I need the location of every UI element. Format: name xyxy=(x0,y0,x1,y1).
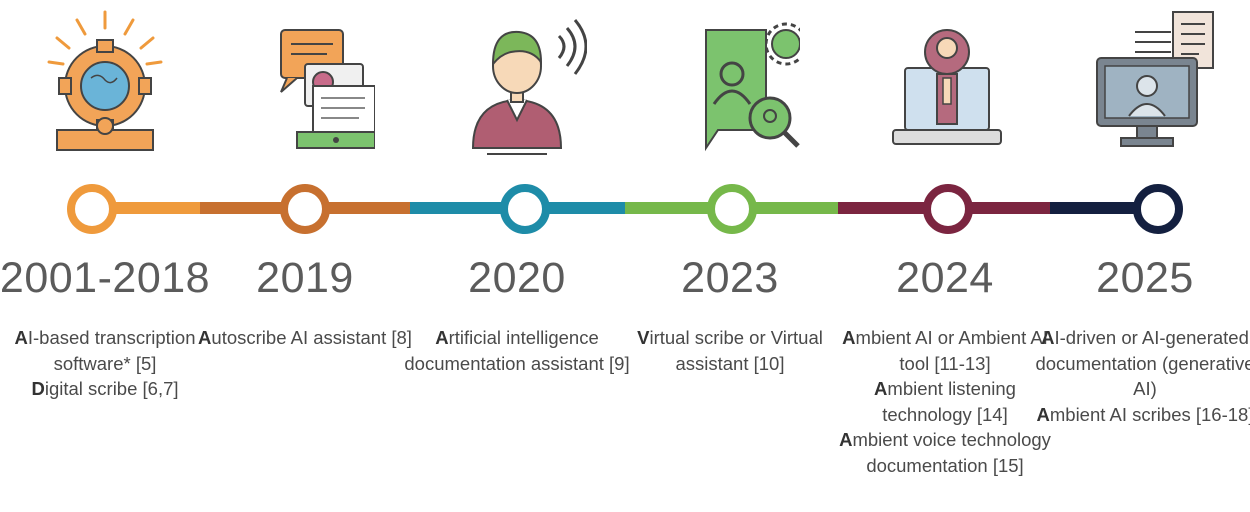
timeline-node xyxy=(707,184,757,234)
term: Ambient AI scribes [16-18] xyxy=(1036,403,1250,425)
stage-description: AI-based transcription software* [5] Dig… xyxy=(0,325,218,402)
term: AI-driven or AI-generated documentation … xyxy=(1035,327,1250,399)
timeline-node xyxy=(923,184,973,234)
stage-2019: 2019 Autoscribe AI assistant [8] xyxy=(198,0,412,512)
timeline-segment xyxy=(92,202,200,214)
virtual-assistant-search-icon xyxy=(660,8,800,158)
chat-monitor-icon xyxy=(235,8,375,158)
year-label: 2001-2018 xyxy=(0,254,211,302)
stage-2025: 2025 AI-driven or AI-generated documenta… xyxy=(1035,0,1250,512)
stage-description: Autoscribe AI assistant [8] xyxy=(192,325,418,351)
term: Ambient voice technology documentation [… xyxy=(839,429,1051,476)
computer-document-icon xyxy=(1075,8,1215,158)
stage-description: Artificial intelligence documentation as… xyxy=(404,325,630,376)
term: Artificial intelligence documentation as… xyxy=(404,327,630,374)
stage-description: Ambient AI or Ambient AI tool [11-13] Am… xyxy=(832,325,1058,478)
term: Autoscribe AI assistant [8] xyxy=(198,327,412,348)
stage-2001-2018: 2001-2018 AI-based transcription softwar… xyxy=(0,0,210,512)
timeline-node xyxy=(1133,184,1183,234)
laptop-person-icon xyxy=(875,8,1015,158)
year-label: 2019 xyxy=(256,254,354,302)
year-label: 2023 xyxy=(681,254,779,302)
stage-2020: 2020 Artificial intelligence documentati… xyxy=(404,0,630,512)
year-label: 2020 xyxy=(468,254,566,302)
term: Ambient listening technology [14] xyxy=(874,378,1016,425)
timeline-node xyxy=(67,184,117,234)
timeline-segment xyxy=(1050,202,1158,214)
timeline-node xyxy=(280,184,330,234)
term: Ambient AI or Ambient AI tool [11-13] xyxy=(842,327,1048,374)
term: Digital scribe [6,7] xyxy=(31,378,179,399)
stage-2024: 2024 Ambient AI or Ambient AI tool [11-1… xyxy=(839,0,1051,512)
term: Virtual scribe or Virtual assistant [10] xyxy=(637,327,823,374)
year-label: 2025 xyxy=(1096,254,1194,302)
gear-globe-icon xyxy=(35,8,175,158)
stage-description: AI-driven or AI-generated documentation … xyxy=(1032,325,1250,427)
person-speaking-icon xyxy=(447,8,587,158)
year-label: 2024 xyxy=(896,254,994,302)
stage-2023: 2023 Virtual scribe or Virtual assistant… xyxy=(625,0,835,512)
timeline-node xyxy=(500,184,550,234)
term: AI-based transcription software* [5] xyxy=(14,327,196,374)
stage-description: Virtual scribe or Virtual assistant [10] xyxy=(617,325,843,376)
